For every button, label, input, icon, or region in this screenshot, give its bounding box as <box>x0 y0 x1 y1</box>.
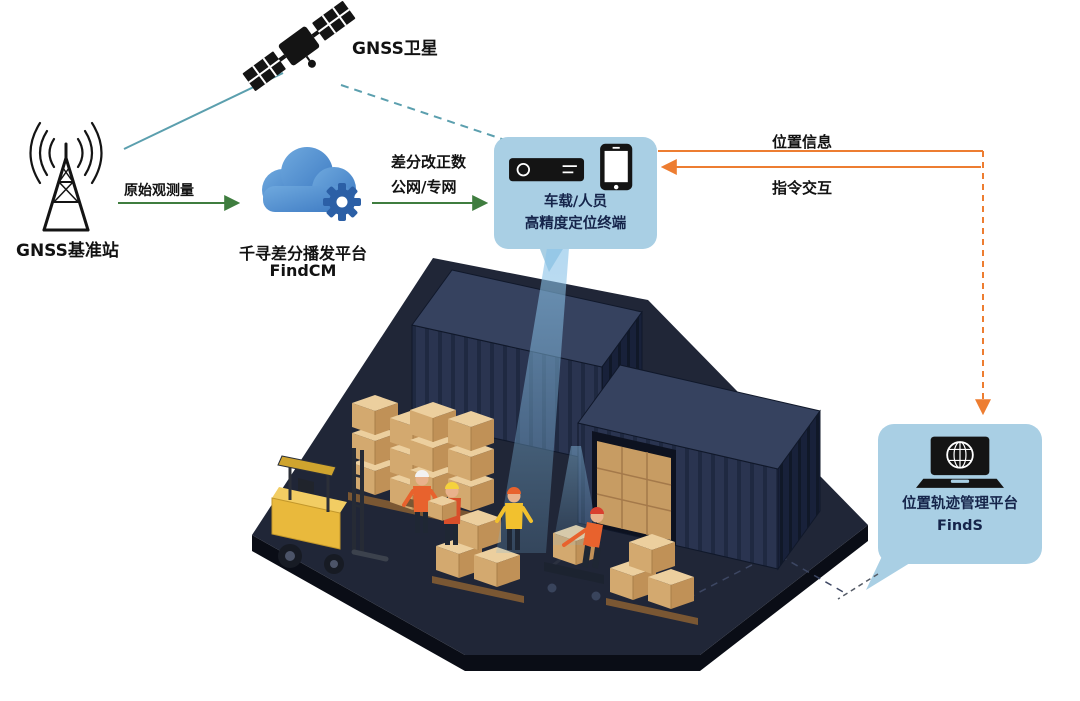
management-platform-node: 位置轨迹管理平台 FindS <box>878 424 1042 564</box>
worker-2 <box>427 482 461 545</box>
warehouse-scene <box>252 248 868 671</box>
platform-side <box>252 525 868 671</box>
cloud-platform-product: FindCM <box>269 261 337 280</box>
carton-stack-3 <box>432 509 524 603</box>
terminal-label-line1: 车载/人员 <box>543 194 608 210</box>
cloud-platform-name: 千寻差分播发平台 <box>238 244 367 263</box>
platform-top <box>252 258 868 655</box>
management-platform-name: 位置轨迹管理平台 <box>902 496 1018 512</box>
link-satellite-to-terminal <box>340 84 506 141</box>
vehicle-terminal-icon <box>508 158 584 182</box>
link-finds-to-scene <box>837 573 879 600</box>
cartons-inside-container <box>597 441 671 540</box>
management-platform-product: FindS <box>936 517 984 534</box>
base-station-icon <box>29 121 103 232</box>
raw-observation-label: 原始观测量 <box>124 183 194 199</box>
terminal-icons <box>508 143 632 191</box>
forklift <box>271 448 389 574</box>
base-station-label: GNSS基准站 <box>16 241 119 261</box>
worker-3 <box>495 487 533 550</box>
positioning-beam-small <box>553 446 600 545</box>
gear-icon <box>323 183 361 221</box>
correction-label-line2: 公网/专网 <box>391 178 457 196</box>
satellite-icon <box>242 1 356 91</box>
satellite-label: GNSS卫星 <box>352 39 438 59</box>
terminal-node: 车载/人员 高精度定位终端 <box>494 137 657 249</box>
command-interaction-label: 指令交互 <box>772 179 833 197</box>
carton-stack-4 <box>606 533 698 625</box>
positioning-beam <box>496 248 569 553</box>
worker-4 <box>562 507 604 569</box>
smartphone-icon <box>599 143 632 191</box>
container-2 <box>577 364 821 571</box>
terminal-label-line2: 高精度定位终端 <box>524 215 627 232</box>
position-info-label: 位置信息 <box>772 133 833 151</box>
correction-label-line1: 差分改正数 <box>391 153 467 171</box>
cloud-icon <box>262 147 361 221</box>
laptop-globe-icon <box>916 436 1004 488</box>
